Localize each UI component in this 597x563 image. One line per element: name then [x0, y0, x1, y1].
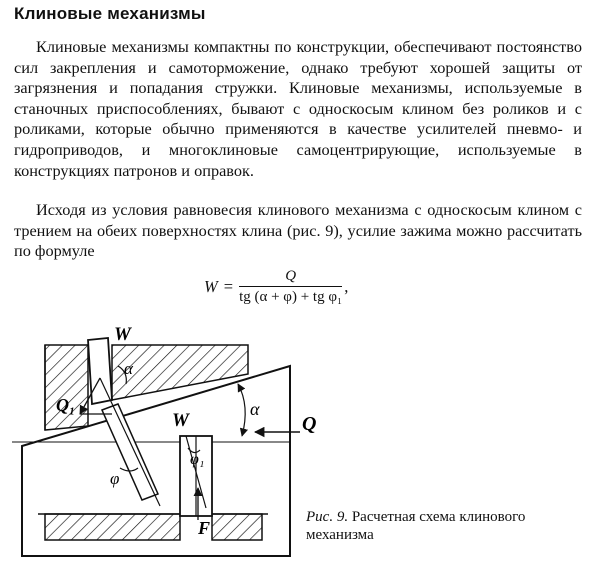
paragraph-equilibrium: Исходя из условия равновесия клинового м… — [14, 200, 582, 261]
alpha-top-arc — [117, 365, 127, 385]
label-phi: φ — [110, 469, 119, 488]
clamping-force-formula: W = Q tg (α + φ) + tg φ₁ , — [0, 264, 597, 310]
formula-lhs: W — [204, 277, 218, 296]
label-alpha-right: α — [250, 399, 260, 419]
upper-housing — [44, 344, 89, 431]
label-alpha-top: α — [124, 359, 134, 378]
phi1-arc — [187, 447, 201, 454]
formula-equals: = — [223, 277, 234, 296]
formula-fraction: Q tg (α + φ) + tg φ₁ — [239, 268, 343, 306]
formula-comma: , — [344, 277, 349, 296]
figure-caption: Рис. 9. Расчетная схема клинового механи… — [306, 508, 588, 544]
alpha-right-arc — [237, 383, 249, 437]
figure-9: W α Q₁ α Q W φ₁ φ F Рис. 9. Расчетная сх… — [0, 318, 597, 563]
q1-arrow — [79, 377, 101, 415]
fraction-bar — [239, 286, 343, 287]
label-q: Q — [302, 413, 316, 435]
formula-numerator: Q — [285, 268, 297, 284]
label-q1: Q₁ — [56, 395, 75, 415]
label-phi1: φ₁ — [190, 451, 204, 468]
section-heading: Клиновые механизмы — [14, 4, 206, 23]
caption-text: Расчетная схема клинового механизма — [306, 509, 526, 543]
upper-housing-right — [111, 344, 249, 401]
phi-arc — [119, 467, 139, 472]
wedge-mechanism-diagram: W α Q₁ α Q W φ₁ φ F — [12, 324, 316, 557]
lower-base-right — [211, 513, 263, 541]
label-w-right: W — [172, 410, 190, 431]
paragraph-intro: Клиновые механизмы компактны по конструк… — [14, 37, 582, 180]
formula-denominator: tg (α + φ) + tg φ₁ — [239, 289, 343, 305]
label-w-top: W — [114, 324, 132, 345]
wedge — [21, 364, 291, 557]
label-f: F — [197, 518, 210, 538]
caption-number: Рис. 9. — [306, 509, 349, 525]
lower-base — [44, 513, 181, 541]
